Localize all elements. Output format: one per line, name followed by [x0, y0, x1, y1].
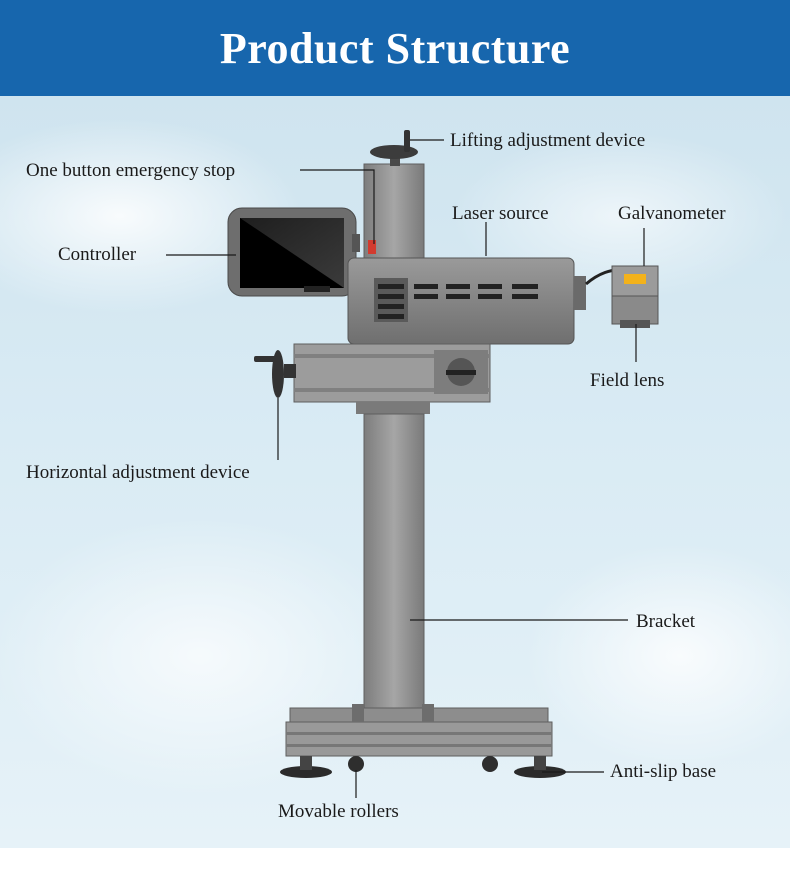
bracket-pillar [356, 402, 430, 710]
label-movable-rollers: Movable rollers [278, 801, 399, 823]
label-anti-slip-base: Anti-slip base [610, 761, 716, 783]
emergency-stop-button [368, 240, 376, 254]
controller-unit [228, 208, 360, 296]
horizontal-arm [294, 344, 490, 402]
label-horizontal-adjustment: Horizontal adjustment device [26, 462, 250, 484]
feet-and-rollers [280, 756, 566, 778]
label-field-lens: Field lens [590, 370, 664, 392]
label-laser-source: Laser source [452, 203, 549, 225]
laser-source-box [348, 258, 586, 344]
lifting-handwheel [370, 130, 418, 166]
label-galvanometer: Galvanometer [618, 203, 726, 225]
galvanometer-head [586, 266, 658, 328]
label-lifting-adjustment: Lifting adjustment device [450, 130, 645, 152]
label-controller: Controller [58, 244, 136, 266]
label-emergency-stop: One button emergency stop [26, 160, 235, 182]
label-bracket: Bracket [636, 611, 695, 633]
horizontal-handwheel [254, 350, 296, 398]
base-frame [286, 704, 552, 756]
upper-column [364, 164, 424, 262]
